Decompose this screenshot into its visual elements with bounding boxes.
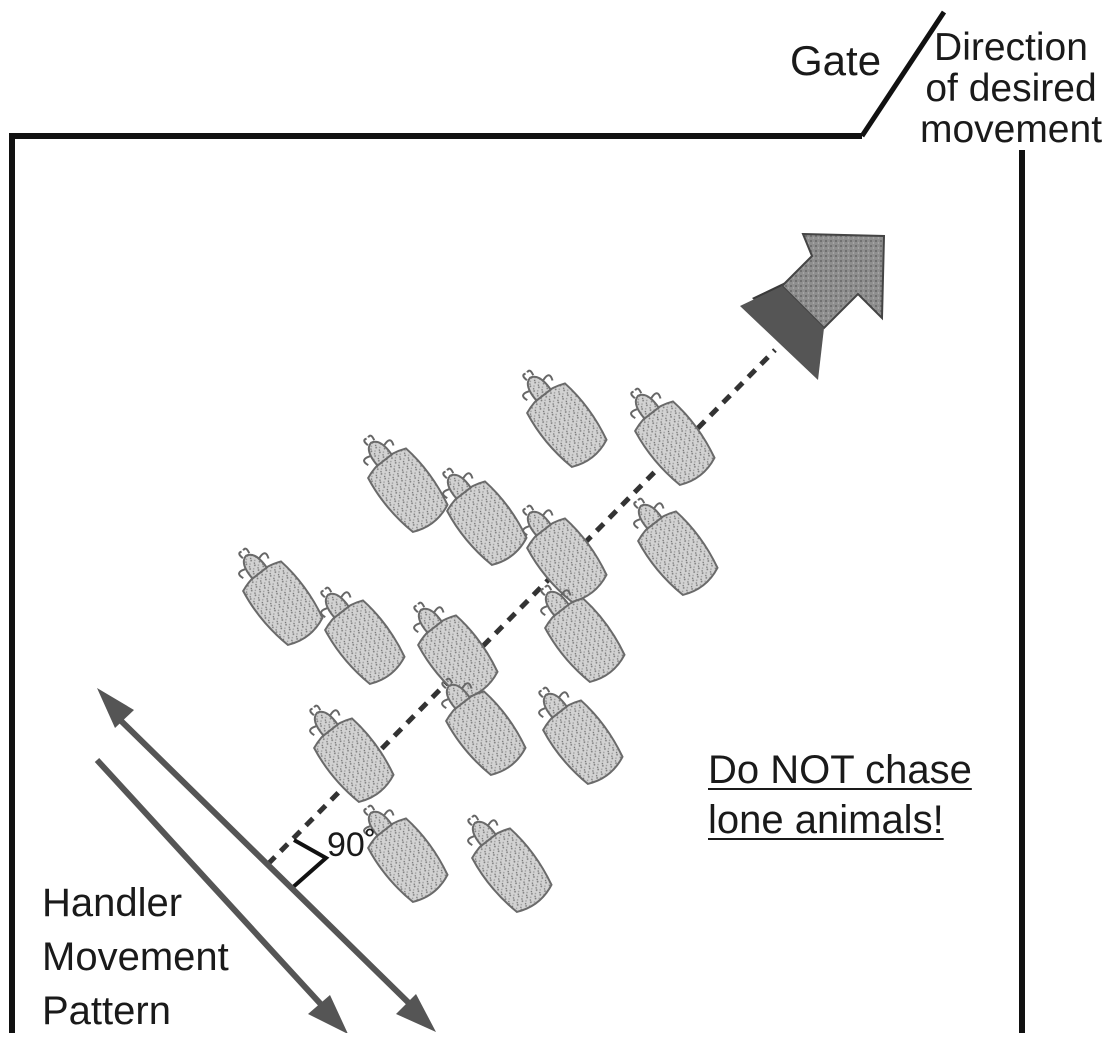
warning-label-line-2: lone animals!: [708, 798, 944, 842]
cattle-top-view-icon: [363, 434, 449, 534]
right-angle-marker: [290, 838, 330, 890]
pen-outline: [9, 10, 1025, 1033]
gate-label: Gate: [790, 37, 882, 84]
cattle-top-view-icon: [309, 704, 395, 804]
cattle-top-view-icon: [441, 677, 527, 777]
cattle-top-view-icon: [522, 369, 608, 469]
handler-arrow-long-head-bottom: [396, 994, 436, 1032]
handler-movement-label: Handler Movement Pattern: [42, 876, 229, 1038]
handler-arrow-long-head-top: [97, 688, 134, 728]
handler-arrow-short-head: [308, 995, 348, 1033]
cattle-top-view-icon: [630, 387, 716, 487]
cattle-top-view-icon: [320, 586, 406, 686]
cattle-top-view-icon: [442, 467, 528, 567]
direction-label: Direction of desired movement: [906, 27, 1116, 150]
cattle-top-view-icon: [633, 497, 719, 597]
handler-arrow-long: [109, 709, 421, 1015]
handler-label-line-1: Handler: [42, 881, 183, 925]
warning-label-line-1: Do NOT chase: [708, 748, 972, 792]
cattle-top-view-icon: [538, 686, 624, 786]
double-headed-arrow-icon: [94, 688, 436, 1033]
cattle-top-view-icon: [363, 804, 449, 904]
handler-label-line-2: Movement: [42, 935, 229, 979]
cattle-herd: [238, 369, 719, 914]
direction-arrow-icon: [740, 232, 886, 380]
handler-arrow-short: [94, 757, 331, 1015]
cattle-top-view-icon: [522, 504, 608, 604]
cattle-top-view-icon: [238, 547, 324, 647]
warning-label: Do NOT chase lone animals!: [708, 745, 972, 845]
gate-line: [859, 10, 947, 138]
direction-label-line-2: of desired: [925, 67, 1097, 110]
cattle-top-view-icon: [540, 584, 626, 684]
pen-wall-left-top: [9, 133, 862, 1033]
cattle-top-view-icon: [413, 601, 499, 701]
handler-label-line-3: Pattern: [42, 989, 171, 1033]
direction-label-line-1: Direction: [934, 26, 1088, 69]
direction-label-line-3: movement: [919, 108, 1103, 151]
cattle-top-view-icon: [467, 814, 553, 914]
angle-label: 90˚: [327, 826, 377, 864]
